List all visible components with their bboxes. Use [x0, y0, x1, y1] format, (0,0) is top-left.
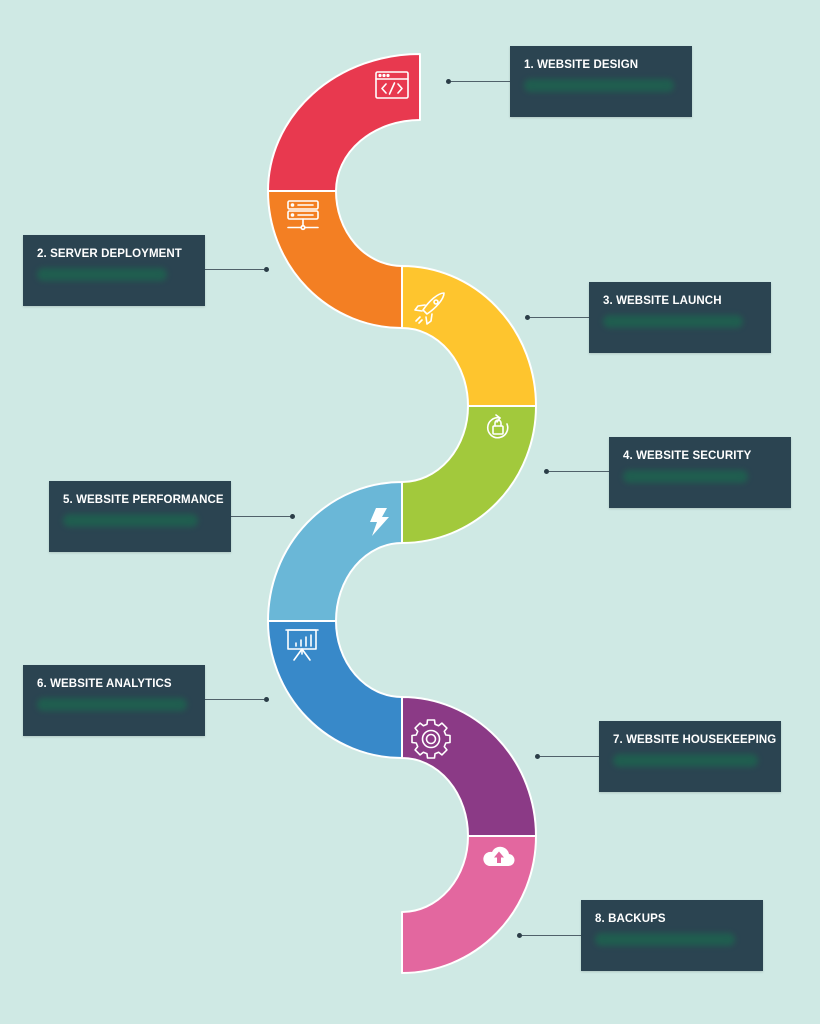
step-card-7: 7. WEBSITE HOUSEKEEPING — [599, 721, 781, 792]
redacted-description — [595, 933, 735, 946]
connector-line-7 — [540, 756, 599, 757]
connector-dot-7 — [535, 754, 540, 759]
segment-7 — [401, 696, 537, 837]
connector-dot-6 — [264, 697, 269, 702]
step-card-1: 1. WEBSITE DESIGN — [510, 46, 692, 117]
connector-line-6 — [205, 699, 264, 700]
step-title: 4. WEBSITE SECURITY — [623, 450, 752, 462]
step-title: 7. WEBSITE HOUSEKEEPING — [613, 734, 777, 746]
step-title: 5. WEBSITE PERFORMANCE — [63, 494, 224, 506]
step-title: 6. WEBSITE ANALYTICS — [37, 678, 172, 690]
redacted-description — [37, 698, 187, 711]
gear-icon — [411, 719, 451, 759]
connector-dot-2 — [264, 267, 269, 272]
step-card-8: 8. BACKUPS — [581, 900, 763, 971]
connector-line-5 — [231, 516, 290, 517]
connector-line-1 — [451, 81, 510, 82]
redacted-description — [623, 470, 748, 483]
connector-dot-3 — [525, 315, 530, 320]
step-card-4: 4. WEBSITE SECURITY — [609, 437, 791, 508]
connector-dot-1 — [446, 79, 451, 84]
redacted-description — [603, 315, 743, 328]
step-card-2: 2. SERVER DEPLOYMENT — [23, 235, 205, 306]
step-card-3: 3. WEBSITE LAUNCH — [589, 282, 771, 353]
step-title: 3. WEBSITE LAUNCH — [603, 295, 722, 307]
connector-dot-5 — [290, 514, 295, 519]
step-title: 8. BACKUPS — [595, 913, 666, 925]
segment-2 — [267, 190, 403, 329]
browser-code-icon — [375, 71, 409, 99]
redacted-description — [613, 754, 758, 767]
segment-3 — [401, 265, 537, 407]
connector-line-8 — [522, 935, 581, 936]
cloud-upload-icon — [483, 846, 515, 867]
redacted-description — [524, 79, 674, 92]
segment-6 — [267, 620, 403, 759]
segment-1 — [267, 53, 421, 192]
step-title: 1. WEBSITE DESIGN — [524, 59, 639, 71]
lock-cycle-icon — [486, 414, 509, 439]
connector-dot-4 — [544, 469, 549, 474]
segment-8 — [401, 835, 537, 974]
segment-5 — [267, 481, 403, 622]
step-card-6: 6. WEBSITE ANALYTICS — [23, 665, 205, 736]
redacted-description — [37, 268, 167, 281]
redacted-description — [63, 514, 198, 527]
lightning-icon — [370, 508, 389, 536]
server-icon — [287, 200, 319, 231]
step-title: 2. SERVER DEPLOYMENT — [37, 248, 182, 260]
connector-line-3 — [530, 317, 589, 318]
segment-4 — [401, 405, 537, 544]
connector-dot-8 — [517, 933, 522, 938]
step-card-5: 5. WEBSITE PERFORMANCE — [49, 481, 231, 552]
rocket-icon — [414, 292, 445, 325]
presentation-chart-icon — [285, 629, 319, 661]
connector-line-4 — [549, 471, 609, 472]
connector-line-2 — [205, 269, 264, 270]
